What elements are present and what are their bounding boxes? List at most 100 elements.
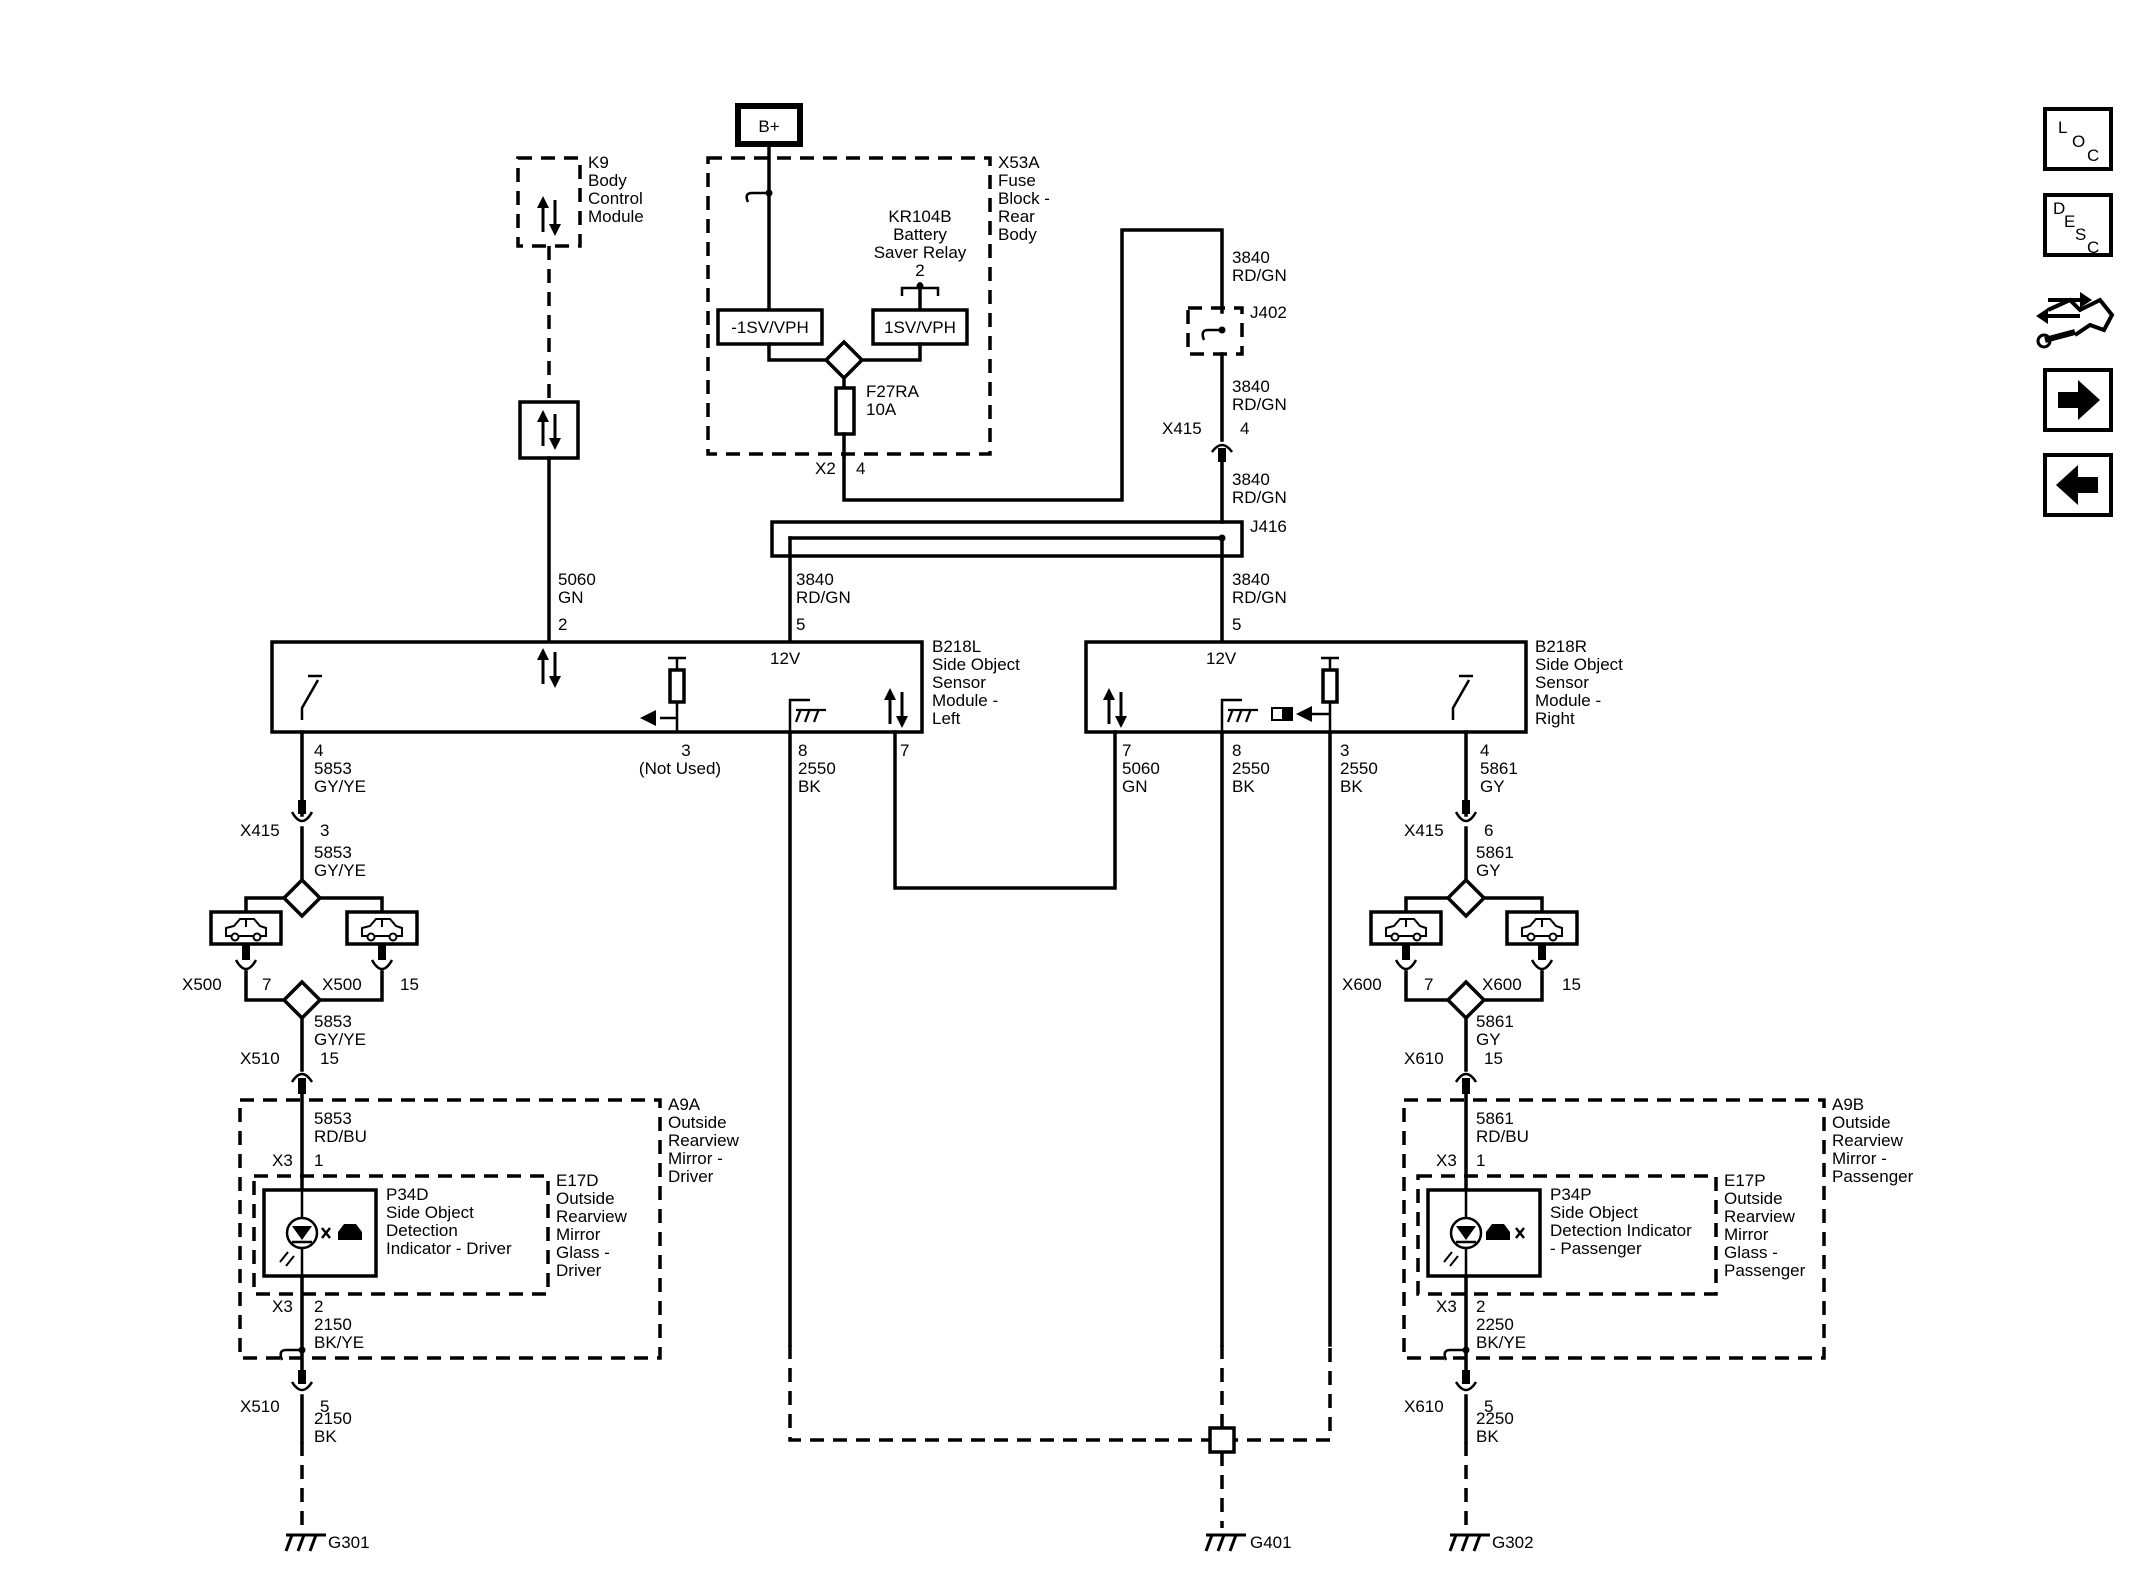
k9-ref: K9 (588, 153, 609, 172)
left-x3-bot-conn: X3 (272, 1297, 293, 1316)
p34p-ref: P34P (1550, 1185, 1592, 1204)
b218r-name-2: Sensor (1535, 673, 1589, 692)
left-x500b-conn: X500 (322, 975, 362, 994)
p34p-name-2: Detection Indicator (1550, 1221, 1692, 1240)
b218r-ref: B218R (1535, 637, 1587, 656)
wire-5060-color: GN (558, 588, 584, 607)
left-w5-circuit: 2150 (314, 1409, 352, 1428)
a9a-name-1: Outside (668, 1113, 727, 1132)
right-w3-color: RD/BU (1476, 1127, 1529, 1146)
previous-page-button[interactable] (2043, 453, 2113, 517)
splice-j402: J402 (1186, 303, 1287, 356)
p34p-name-1: Side Object (1550, 1203, 1638, 1222)
desc-letter-d: D (2053, 199, 2065, 218)
relay-name-1: Battery (893, 225, 947, 244)
b218r-pin5: 5 (1232, 615, 1241, 634)
ground-g302-icon (1448, 1533, 1492, 1553)
b218l-name-1: Side Object (932, 655, 1020, 674)
wire-3840-top-circuit: 3840 (1232, 248, 1270, 267)
right-x600a-pin: 7 (1424, 975, 1433, 994)
right-w3-circuit: 5861 (1476, 1109, 1514, 1128)
passenger-indicator-led-icon (1443, 1190, 1525, 1276)
ground-g301-icon (284, 1533, 328, 1553)
relay-ref: KR104B (888, 207, 951, 226)
wire-3840-low-circuit: 3840 (1232, 470, 1270, 489)
b218r-pin3-circuit: 2550 (1340, 759, 1378, 778)
left-w5-color: BK (314, 1427, 337, 1446)
e17d-name-2: Rearview (556, 1207, 628, 1226)
left-x3-top-pin: 1 (314, 1151, 323, 1170)
e17p-name-3: Mirror (1724, 1225, 1769, 1244)
right-x415-pin: 6 (1484, 821, 1493, 840)
p34d-name-3: Indicator - Driver (386, 1239, 512, 1258)
right-x415-conn: X415 (1404, 821, 1444, 840)
b218r-name-3: Module - (1535, 691, 1601, 710)
connector-wrench-icon[interactable] (2036, 292, 2115, 349)
b218l-pin5: 5 (796, 615, 805, 634)
b218l-pin3-note: (Not Used) (639, 759, 721, 778)
left-x415-conn: X415 (240, 821, 280, 840)
right-x610b-pin: 5 (1484, 1397, 1493, 1416)
b218r-pin4-circuit: 5861 (1480, 759, 1518, 778)
ground-g401-label: G401 (1250, 1533, 1292, 1552)
arrow-left-icon (2056, 465, 2098, 505)
b218r-pin8-circuit: 2550 (1232, 759, 1270, 778)
a9b-ref: A9B (1832, 1095, 1864, 1114)
desc-button[interactable]: D E S C (2043, 193, 2113, 257)
b218l-pin7: 7 (900, 741, 909, 760)
p34p-name-3: - Passenger (1550, 1239, 1642, 1258)
k9-body-control-module: K9 Body Control Module (516, 153, 644, 248)
driver-indicator-led-icon (279, 1190, 362, 1276)
right-x610b-conn: X610 (1404, 1397, 1444, 1416)
x415-top-pin: 4 (1240, 419, 1249, 438)
loc-letter-l: L (2058, 118, 2067, 137)
serial-data-symbol (518, 400, 580, 460)
left-w1-circuit: 5853 (314, 843, 352, 862)
module-b218r: B218R Side Object Sensor Module - Right … (1084, 637, 1623, 734)
e17d-ref: E17D (556, 1171, 599, 1190)
right-w1-circuit: 5861 (1476, 843, 1514, 862)
left-x510-conn: X510 (240, 1049, 280, 1068)
b218r-name-4: Right (1535, 709, 1575, 728)
ground-g302-label: G302 (1492, 1533, 1534, 1552)
left-w2-circuit: 5853 (314, 1012, 352, 1031)
fuse-right-box-label: 1SV/VPH (884, 318, 956, 337)
left-x500a-pin: 7 (262, 975, 271, 994)
fuse-block-name-3: Rear (998, 207, 1035, 226)
e17p-name-1: Outside (1724, 1189, 1783, 1208)
wire-3840-mid-circuit: 3840 (1232, 377, 1270, 396)
right-w5-color: BK (1476, 1427, 1499, 1446)
right-x610-conn: X610 (1404, 1049, 1444, 1068)
a9b-name-4: Passenger (1832, 1167, 1914, 1186)
b218l-pin4: 4 (314, 741, 323, 760)
right-x600a-conn: X600 (1342, 975, 1382, 994)
left-x415-pin: 3 (320, 821, 329, 840)
left-w3-circuit: 5853 (314, 1109, 352, 1128)
fuse-block-name-1: Fuse (998, 171, 1036, 190)
fuse-block-name-4: Body (998, 225, 1037, 244)
right-w2-circuit: 5861 (1476, 1012, 1514, 1031)
left-w4-circuit: 2150 (314, 1315, 352, 1334)
ground-g401-icon (1204, 1533, 1248, 1553)
left-x510b-conn: X510 (240, 1397, 280, 1416)
loc-button[interactable]: L O C (2043, 107, 2116, 174)
b218r-pin4: 4 (1480, 741, 1489, 760)
right-mirror-chain: X415 6 5861 GY X600 7 X600 15 5861 GY X6… (1342, 730, 1914, 1528)
left-w4-color: BK/YE (314, 1333, 364, 1352)
left-x510b-pin: 5 (320, 1397, 329, 1416)
b218l-pin4-circuit: 5853 (314, 759, 352, 778)
next-page-button[interactable] (2043, 368, 2113, 432)
wire-3840-top-color: RD/GN (1232, 266, 1287, 285)
left-x510-pin: 15 (320, 1049, 339, 1068)
ground-g301-label: G301 (328, 1533, 370, 1552)
loc-letter-c: C (2087, 146, 2099, 165)
relay-pin: 2 (915, 261, 924, 280)
right-x3-top-pin: 1 (1476, 1151, 1485, 1170)
p34d-name-1: Side Object (386, 1203, 474, 1222)
right-w5-circuit: 2250 (1476, 1409, 1514, 1428)
right-x3-bot-pin: 2 (1476, 1297, 1485, 1316)
a9b-name-1: Outside (1832, 1113, 1891, 1132)
b218l-pin3: 3 (681, 741, 690, 760)
wire-5060-circuit: 5060 (558, 570, 596, 589)
desc-letter-s: S (2075, 225, 2086, 244)
